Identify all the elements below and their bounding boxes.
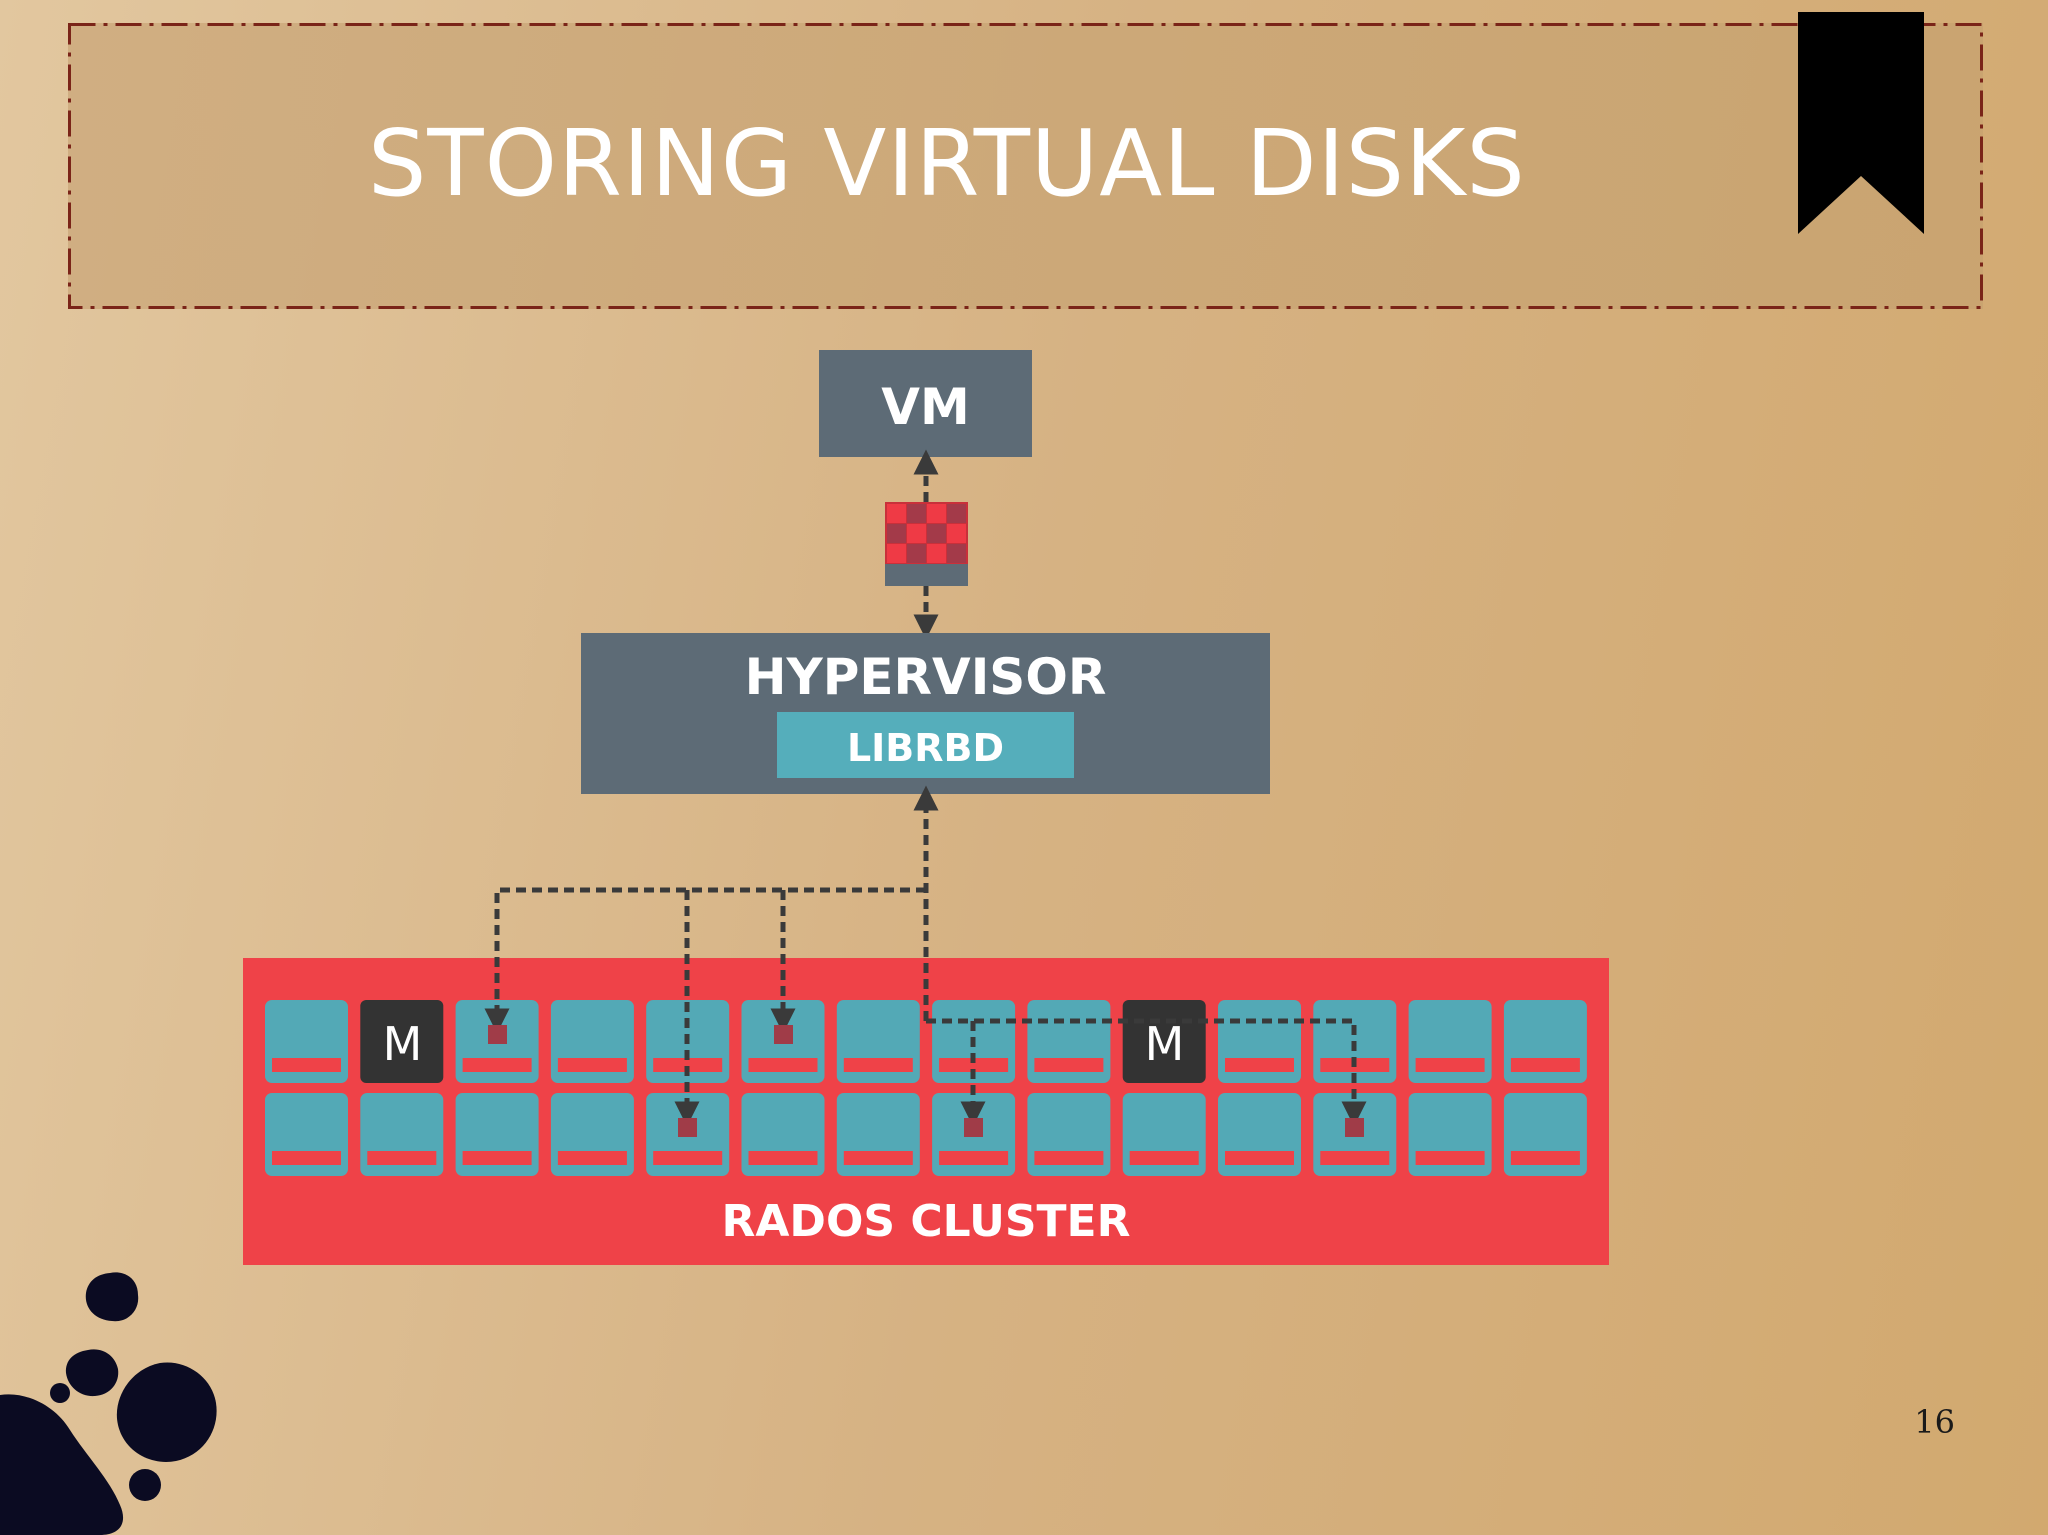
osd-node [741, 1093, 825, 1176]
bookmark-icon [1798, 12, 1924, 234]
page-number: 16 [1914, 1403, 1955, 1441]
object-marker [488, 1025, 507, 1044]
osd-node [1503, 1093, 1587, 1176]
object-routes [484, 785, 1367, 1127]
osd-node [265, 1000, 348, 1083]
osd-node [1218, 1093, 1301, 1176]
osd-node [550, 1000, 634, 1083]
vm-label: VM [881, 378, 970, 436]
osd-grid [265, 1000, 1587, 1176]
osd-node [455, 1093, 539, 1176]
disk-image-icon [885, 502, 968, 586]
route-right-branch [926, 1018, 1367, 1127]
osd-node [1122, 1093, 1206, 1176]
osd-node [550, 1093, 634, 1176]
librbd-box [777, 712, 1074, 778]
hypervisor-label: HYPERVISOR [744, 648, 1107, 706]
ink-splatter-decoration [0, 1272, 217, 1535]
object-marker [1345, 1118, 1364, 1137]
osd-node [836, 1000, 920, 1083]
osd-node [360, 1093, 444, 1176]
osd-node [1218, 1000, 1301, 1083]
title-banner: STORING VIRTUAL DISKS [68, 23, 1983, 309]
librbd-label: LIBRBD [846, 726, 1005, 770]
osd-node [1503, 1000, 1587, 1083]
monitor-label-1: M [382, 1017, 423, 1071]
osd-node [1408, 1093, 1492, 1176]
vm-box [819, 350, 1032, 457]
monitor-node [360, 1000, 444, 1083]
osd-node [1027, 1000, 1111, 1083]
osd-node [1408, 1000, 1492, 1083]
object-markers [488, 1025, 1364, 1137]
slide-title: STORING VIRTUAL DISKS [368, 110, 1526, 217]
route-left-branch [484, 887, 926, 1034]
object-marker [964, 1118, 983, 1137]
osd-node [836, 1093, 920, 1176]
title-border [68, 23, 1983, 309]
osd-node [265, 1093, 348, 1176]
monitor-label-2: M [1144, 1017, 1185, 1071]
object-marker [774, 1025, 793, 1044]
cluster-label: RADOS CLUSTER [721, 1196, 1131, 1247]
osd-node [1027, 1093, 1111, 1176]
object-marker [678, 1118, 697, 1137]
